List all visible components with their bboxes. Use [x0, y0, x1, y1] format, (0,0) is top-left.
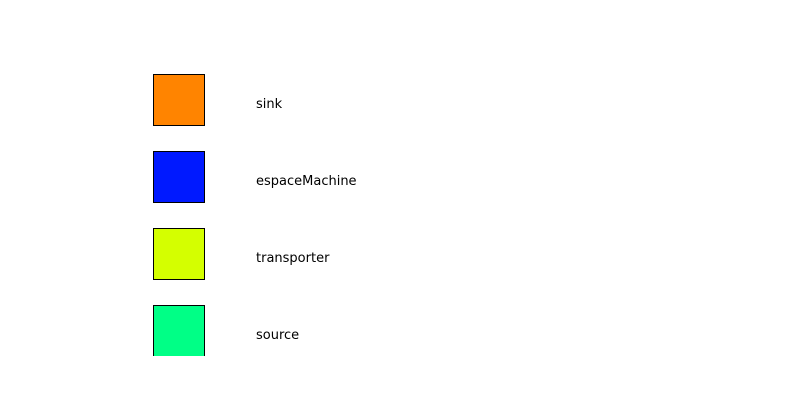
legend-label: transporter [256, 251, 330, 266]
legend-item-source: source [0, 305, 800, 356]
legend-label: source [256, 328, 300, 343]
legend-swatch [153, 151, 205, 203]
legend-item-espacemachine: espaceMachine [0, 151, 800, 203]
legend-item-transporter: transporter [0, 228, 800, 280]
legend-swatch [153, 74, 205, 126]
legend-item-sink: sink [0, 74, 800, 126]
legend-swatch [153, 228, 205, 280]
legend-label: espaceMachine [256, 174, 357, 189]
color-legend: sink espaceMachine transporter source [0, 74, 800, 356]
legend-swatch [153, 305, 205, 356]
legend-label: sink [256, 97, 283, 112]
